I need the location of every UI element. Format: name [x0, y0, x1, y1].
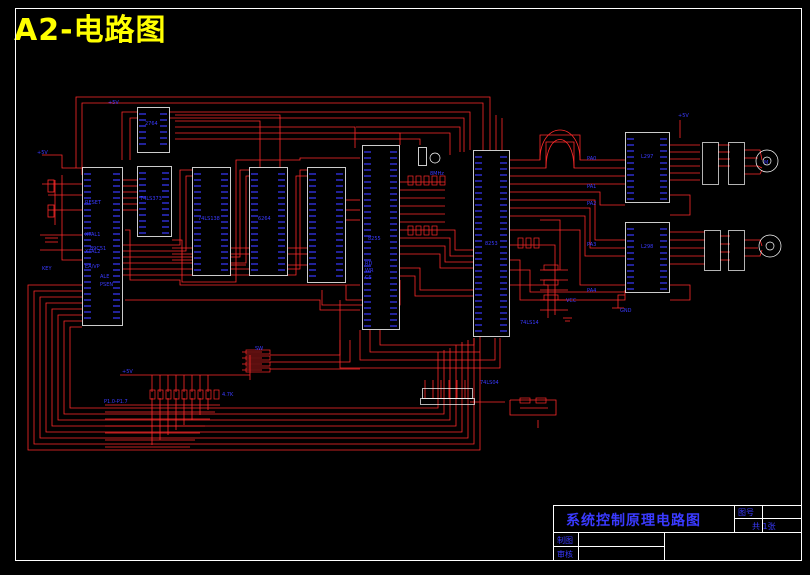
svg-text:PA2: PA2 [587, 201, 596, 207]
svg-text:+5V: +5V [108, 100, 119, 106]
svg-text:+5V: +5V [37, 150, 48, 156]
io-chip-a [307, 167, 346, 283]
svg-text:8MHz: 8MHz [430, 171, 444, 177]
svg-text:L298: L298 [641, 244, 653, 250]
eprom-chip [137, 107, 170, 153]
svg-text:RESET: RESET [85, 200, 102, 206]
svg-text:4.7K: 4.7K [222, 392, 234, 398]
drawing-frame [15, 8, 802, 561]
svg-text:M: M [764, 160, 768, 166]
sheet-label: 共 1张 [752, 522, 776, 531]
small-resistors [149, 175, 559, 404]
svg-text:89C51: 89C51 [90, 246, 106, 252]
svg-text:XTAL2: XTAL2 [85, 249, 100, 255]
drawing-no-label: 图号 [738, 508, 754, 517]
svg-text:6264: 6264 [258, 216, 271, 222]
svg-text:PSEN: PSEN [100, 282, 113, 288]
chips [82, 107, 670, 337]
svg-text:RD: RD [365, 261, 372, 267]
svg-text:74LS138: 74LS138 [198, 216, 220, 222]
resistor-packs [420, 142, 782, 405]
svg-text:XTAL1: XTAL1 [85, 232, 100, 238]
svg-text:VCC: VCC [566, 298, 577, 304]
title-block [553, 505, 802, 561]
svg-text:74LS04: 74LS04 [480, 380, 499, 386]
svg-text:74LS373: 74LS373 [140, 196, 162, 202]
drawing-title: 系统控制原理电路图 [566, 512, 701, 529]
svg-text:ALE: ALE [100, 274, 109, 280]
designer-label: 制图 [557, 535, 573, 545]
motor-driver-chip-2 [625, 222, 670, 293]
pin-markings [84, 113, 667, 332]
checker-label: 审核 [557, 549, 573, 559]
stepper-motor-2 [758, 234, 782, 258]
stepper-motor-1 [755, 149, 779, 173]
svg-text:GND: GND [620, 308, 632, 314]
svg-text:WR: WR [365, 268, 374, 274]
svg-text:+5V: +5V [122, 369, 133, 375]
svg-text:L297: L297 [641, 154, 653, 160]
svg-text:74LS14: 74LS14 [520, 320, 539, 326]
svg-text:PA0: PA0 [587, 156, 596, 162]
svg-text:8255: 8255 [368, 236, 381, 242]
svg-text:EA/VP: EA/VP [85, 264, 100, 270]
svg-text:SW: SW [255, 346, 263, 352]
motor-driver-chip-1 [625, 132, 670, 203]
svg-text:8253: 8253 [485, 241, 498, 247]
svg-text:P1.0-P1.7: P1.0-P1.7 [104, 399, 128, 405]
svg-text:PA3: PA3 [587, 242, 596, 248]
svg-text:+5V: +5V [678, 113, 689, 119]
oscillator-can [418, 147, 427, 166]
svg-text:KEY: KEY [42, 266, 52, 272]
svg-text:2764: 2764 [145, 121, 158, 127]
svg-text:PA4: PA4 [587, 288, 596, 294]
page-title: A2-电路图 [14, 13, 167, 48]
svg-text:PA1: PA1 [587, 184, 596, 190]
latch-chip [137, 166, 172, 237]
